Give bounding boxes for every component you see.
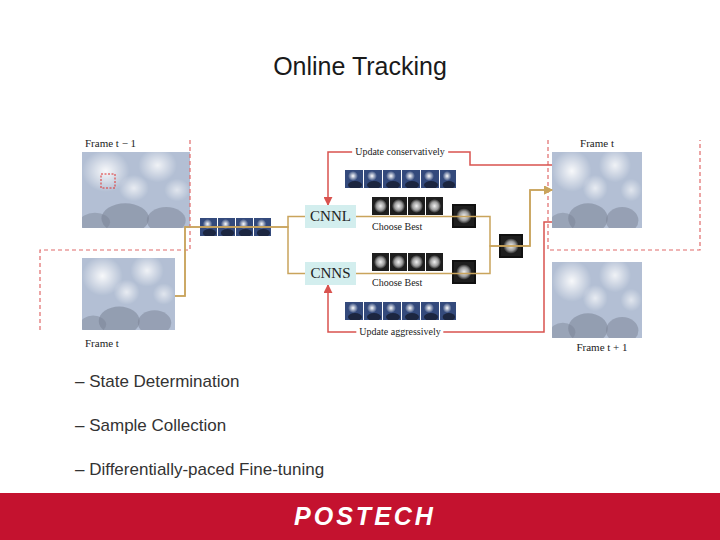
bullet-item: – Differentially-paced Fine-tuning [75, 460, 324, 480]
logo-text: POSTECH [294, 501, 436, 531]
video-frame: Frame t − 1 [82, 137, 190, 229]
network-name: CNNS [310, 265, 350, 282]
flow-line [175, 227, 305, 296]
frame-label: Frame t − 1 [85, 137, 136, 150]
frame-label: Frame t [580, 137, 614, 150]
network-box: CNNS [305, 262, 356, 285]
frame-label: Frame t [85, 337, 119, 350]
choose-best-label: Choose Best [372, 221, 422, 233]
edge-label: Update aggressively [356, 326, 443, 338]
bullet-item: – Sample Collection [75, 416, 226, 436]
edge-label: Update conservatively [352, 146, 448, 158]
flow-line [356, 190, 552, 246]
video-frame: Frame t [552, 137, 642, 228]
frame-label: Frame t + 1 [576, 341, 627, 354]
update-arrow [328, 222, 552, 332]
update-arrow [328, 152, 552, 205]
network-name: CNNL [310, 208, 351, 225]
video-frame: Frame t [82, 258, 175, 350]
network-box: CNNL [305, 205, 356, 228]
flow-line [356, 190, 552, 274]
flow-line [175, 217, 305, 297]
choose-best-label: Choose Best [372, 277, 422, 289]
slide-title: Online Tracking [0, 52, 720, 81]
bullet-item: – State Determination [75, 372, 239, 392]
video-frame: Frame t + 1 [552, 262, 652, 354]
